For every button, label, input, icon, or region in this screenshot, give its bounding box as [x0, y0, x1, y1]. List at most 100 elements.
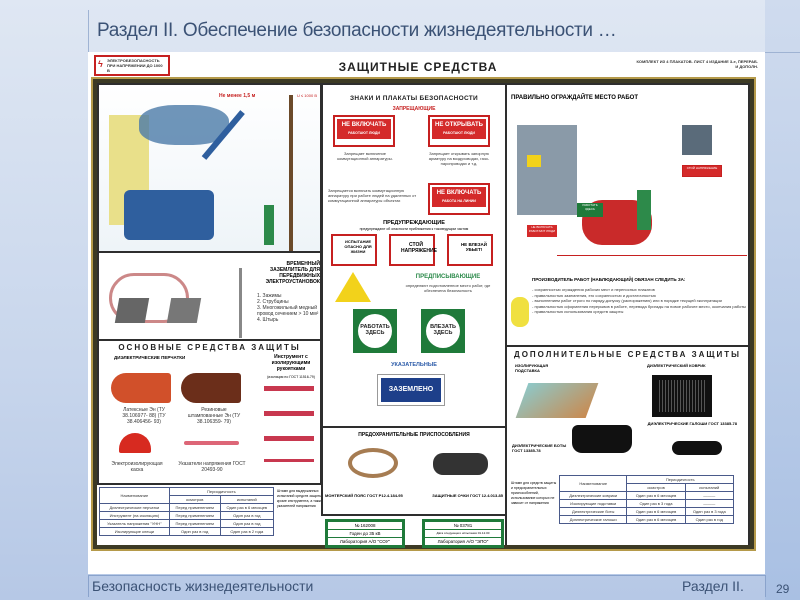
cell: Один раз в 6 месяцев — [626, 507, 686, 516]
cell: Один раз в год — [219, 519, 275, 528]
sign-grounded: ЗАЗЕМЛЕНО — [377, 374, 445, 406]
section-title: ДОПОЛНИТЕЛЬНЫЕ СРЕДСТВА ЗАЩИТЫ — [514, 350, 741, 359]
sign-do-not-switch-on: НЕ ВКЛЮЧАТЬ РАБОТАЮТ ЛЮДИ — [333, 115, 395, 147]
boots-label: ДИЭЛЕКТРИЧЕСКИЕ БОТЫ ГОСТ 13385-78 — [512, 443, 567, 453]
dielectric-galoshes — [672, 441, 722, 455]
stamp-line: Лаборатория А/О "СОУ" — [328, 538, 402, 545]
cell: Перед применением — [168, 519, 221, 528]
table-row: Инструмент (на изоляцию)Перед применение… — [99, 511, 275, 520]
power-pole — [289, 95, 293, 251]
cell: Перед применением — [168, 503, 221, 512]
sign-text: НЕ ВКЛЮЧАТЬ — [341, 122, 387, 128]
goggles-label: ЗАЩИТНЫЕ ОЧКИ ГОСТ 12.4.013-85 — [432, 493, 503, 498]
subsection-title: ЗАПРЕЩАЮЩИЕ — [392, 106, 436, 112]
sign-text: НЕ ВКЛЮЧАТЬ — [436, 190, 482, 196]
sign-text: ВЛЕЗАТЬ ЗДЕСЬ — [426, 314, 460, 348]
cell: Один раз в 6 месяцев — [626, 491, 686, 500]
divider — [765, 575, 766, 597]
table-header: Периодичность — [168, 487, 275, 496]
distance-label: Не менее 1,5 м — [219, 93, 256, 99]
indicator-label: Указатели напряжения ГОСТ 20493-90 — [178, 461, 246, 473]
cell: Один раз в 3 года — [626, 499, 686, 508]
main-protection-section: ОСНОВНЫЕ СРЕДСТВА ЗАЩИТЫ ДИЭЛЕКТРИЧЕСКИЕ… — [97, 339, 322, 485]
switchboard — [517, 125, 577, 215]
grounding-title: ВРЕМЕННЫЙ ЗАЗЕМЛИТЕЛЬ ДЛЯ ПЕРЕДВИЖНЫХ ЭЛ… — [265, 261, 320, 285]
fence-rope — [557, 255, 747, 256]
subsection-desc: определяют подготовленное место работ, г… — [405, 283, 491, 293]
sign-stop-voltage: СТОЙ НАПРЯЖЕНИЕ — [389, 234, 437, 266]
cell: Один раз в год — [219, 511, 275, 520]
protective-equipment-poster: ϟ ЭЛЕКТРОБЕЗОПАСНОСТЬ ПРИ НАПРЯЖЕНИИ ДО … — [88, 52, 765, 574]
clamp — [166, 298, 202, 323]
divider — [88, 575, 89, 597]
tools-label: Инструмент с изолирующими рукоятками — [271, 354, 311, 372]
section-title: ПРАВИЛЬНО ОГРАЖДАЙТЕ МЕСТО РАБОТ — [511, 95, 638, 101]
table-header: Периодичность — [626, 475, 734, 484]
mat-label: ДИЭЛЕКТРИЧЕСКИЙ КОВРИК — [647, 363, 706, 368]
cell: ——— — [684, 491, 735, 500]
pliers — [264, 386, 314, 391]
worker — [637, 190, 651, 230]
list-item: 1. Зажимы — [257, 293, 282, 299]
cell: Один раз в 3 года — [684, 507, 735, 516]
list-item: - правильностью оформления перерывов в р… — [532, 303, 746, 309]
table-header: осмотров — [626, 483, 686, 492]
cloud — [139, 105, 229, 145]
sign-do-not-climb: НЕ ВЛЕЗАЙ УБЬЕТ! — [447, 234, 493, 266]
cell: Изолирующие клещи — [99, 527, 170, 536]
table-row: Указатель напряжения "УНН"Перед применен… — [99, 519, 275, 528]
workplace-fencing-section: ПРАВИЛЬНО ОГРАЖДАЙТЕ МЕСТО РАБОТ СТОЙ НА… — [505, 83, 750, 347]
dielectric-boots — [572, 425, 632, 453]
stamp-note: Штамп для средств защиты и предохранител… — [511, 481, 557, 505]
poster-title: ЗАЩИТНЫЕ СРЕДСТВА — [338, 60, 498, 74]
clamp — [114, 298, 150, 323]
cell: Диэлектрические галоши — [558, 515, 628, 524]
junction-box — [682, 125, 712, 155]
list-item: 4. Штырь — [257, 317, 279, 323]
sign-text: СТОЙ НАПРЯЖЕНИЕ — [401, 242, 437, 254]
pliers — [264, 411, 314, 416]
warning-icon — [527, 155, 541, 167]
table-header: Наименование — [558, 475, 628, 492]
list-item: - сохранностью ограждения рабочих мест и… — [532, 287, 655, 292]
badge-text: ЭЛЕКТРОБЕЗОПАСНОСТЬ ПРИ НАПРЯЖЕНИИ ДО 10… — [107, 58, 163, 73]
warning-triangle-icon — [335, 272, 371, 302]
sign-subtext: РАБОТАЮТ ЛЮДИ — [348, 131, 380, 135]
stamp-line: Годен до 35 кВ — [328, 530, 402, 537]
dielectric-mat — [652, 375, 712, 417]
stand-label: ИЗОЛИРУЮЩАЯ ПОДСТАВКА — [515, 363, 549, 373]
sign-stop-voltage: СТОЙ НАПРЯЖЕНИЕ — [682, 165, 722, 177]
sign-work-here: РАБОТАТЬ ЗДЕСЬ — [577, 203, 603, 217]
cell: Перед применением — [168, 511, 221, 520]
table-header: осмотров — [168, 495, 221, 504]
list-item: 2. Струбцины — [257, 299, 289, 305]
sign-text: НЕ ОТКРЫВАТЬ — [435, 122, 483, 128]
subsection-title: УКАЗАТЕЛЬНЫЕ — [391, 362, 437, 368]
cell: Один раз в 2 года — [219, 527, 275, 536]
cell: Изолирующие подставки — [558, 499, 628, 508]
sign-description: Запрещается включать коммутационную аппа… — [328, 188, 417, 203]
worker — [264, 205, 274, 245]
sign-work-here: РАБОТАТЬ ЗДЕСЬ — [353, 309, 397, 353]
sign-description: Запрещает открывать запорную арматуру на… — [428, 151, 490, 166]
sign-description: Запрещает включение коммутационной аппар… — [337, 151, 393, 161]
galoshes-label: ДИЭЛЕКТРИЧЕСКИЕ ГАЛОШИ ГОСТ 13385-78 — [647, 421, 737, 426]
ground-rod — [239, 268, 242, 338]
insulating-stand — [515, 383, 599, 418]
sign-subtext: РАБОТАЮТ ЛЮДИ — [443, 131, 475, 135]
grounding-list: 1. Зажимы 2. Струбцины 3. Многожильный м… — [257, 293, 320, 323]
stamp-line: Дата следующего испытания 01.12.00 — [425, 530, 501, 537]
safety-signs-section: ЗНАКИ И ПЛАКАТЫ БЕЗОПАСНОСТИ ЗАПРЕЩАЮЩИЕ… — [321, 83, 507, 428]
cell: Один раз в 6 месяцев — [219, 503, 275, 512]
section-title: ПРЕДОХРАНИТЕЛЬНЫЕ ПРИСПОСОБЛЕНИЯ — [358, 432, 470, 438]
electrical-safety-badge: ϟ ЭЛЕКТРОБЕЗОПАСНОСТЬ ПРИ НАПРЯЖЕНИИ ДО … — [94, 55, 170, 76]
voltage-label: U ≤ 1000 В — [297, 93, 317, 98]
supervisor-list: - сохранностью ограждения рабочих мест и… — [532, 287, 747, 315]
